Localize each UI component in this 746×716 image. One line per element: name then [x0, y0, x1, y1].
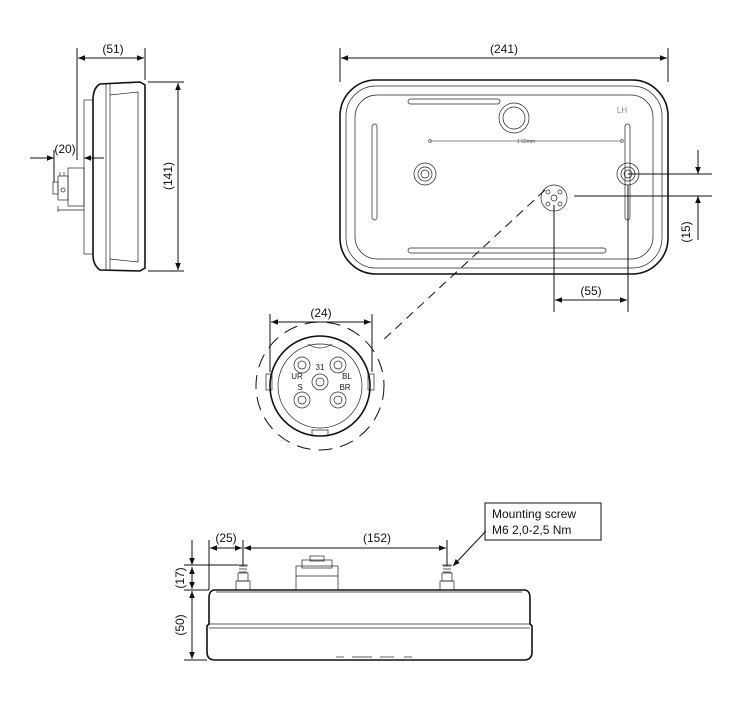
left-screw — [235, 564, 251, 591]
mounting-screw-note: Mounting screw M6 2,0-2,5 Nm — [452, 502, 602, 567]
dim-side-depth: (51) — [102, 42, 123, 56]
bottom-connector — [295, 555, 339, 591]
bottom-view: (25) (152) (17) (50) Mounting screw M6 2… — [173, 502, 602, 661]
note-line-2: M6 2,0-2,5 Nm — [492, 523, 571, 537]
dim-body-height: (50) — [173, 614, 187, 635]
dim-connector-diameter: (24) — [310, 306, 331, 320]
side-view: (51) (20) (141) — [30, 42, 184, 272]
pin-br-label: BR — [339, 383, 350, 392]
dim-side-connector: (20) — [54, 142, 75, 156]
left-stud — [413, 162, 437, 186]
pin-31-label: 31 — [316, 363, 325, 372]
dim-top-offset-x: (55) — [580, 284, 601, 298]
dim-screw-spacing: (152) — [363, 531, 391, 545]
back-view: 1 62mm LH (241) (15) (55) — [339, 42, 712, 344]
side-marking: LH — [617, 106, 627, 115]
pin-s-label: S — [297, 383, 302, 392]
pin-ur-label: UR — [291, 372, 303, 381]
note-line-1: Mounting screw — [492, 507, 576, 521]
side-connector — [52, 167, 85, 212]
center-marking: 1 62mm — [517, 139, 535, 145]
dim-top-offset-y: (15) — [679, 221, 693, 242]
pin-bl-label: BL — [342, 372, 352, 381]
dim-screw-height: (17) — [173, 567, 187, 588]
connector-detail: 31 UR BL S BR (24) — [255, 306, 385, 451]
dim-top-width: (241) — [490, 42, 518, 56]
dim-side-height: (141) — [161, 162, 175, 190]
dim-edge-to-screw: (25) — [215, 531, 236, 545]
right-screw — [439, 564, 455, 591]
pins — [293, 356, 347, 409]
